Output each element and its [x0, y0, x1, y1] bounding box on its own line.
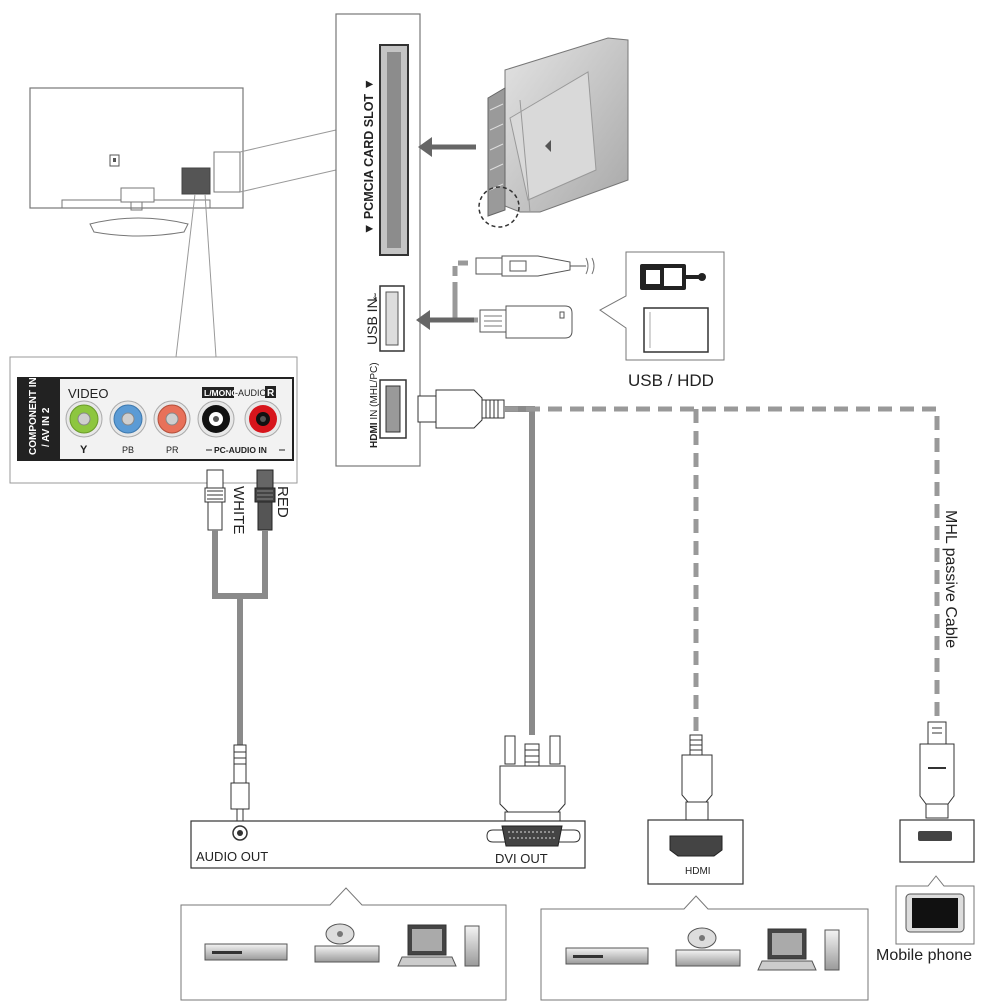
mobile-phone-label: Mobile phone [876, 947, 972, 964]
jack-y-label: Y [80, 444, 88, 456]
pc-audio-in-label: PC-AUDIO IN [214, 445, 267, 455]
jack-pr-label: PR [166, 445, 179, 455]
hdmi-plug-tv [417, 389, 505, 429]
jack-pb [109, 400, 147, 438]
audio-l-label: L/MONO [204, 388, 238, 398]
dvi-plug [499, 735, 566, 833]
mhl-cable-label: MHL passive Cable [942, 510, 959, 648]
mhl-plug [919, 721, 955, 819]
mobile-phone-callout [895, 875, 975, 945]
red-cable-label: RED [274, 486, 291, 518]
usb-symbol-icon: ⇜ [370, 292, 380, 300]
dvi-cable [504, 406, 535, 735]
hdmi-in-label: HDMI IN (MHL/PC) [369, 362, 380, 448]
hdmi-plug-device [681, 734, 713, 821]
dvd-player-icon [565, 947, 649, 965]
device-callout-2 [540, 895, 869, 1001]
source-device-box: AUDIO OUT DVI OUT [190, 820, 586, 869]
audio-out-label: AUDIO OUT [196, 849, 268, 864]
component-in-label: COMPONENT IN [28, 377, 39, 455]
audio-mid-label: -AUDIO- [235, 388, 270, 398]
insert-card-arrow [418, 137, 476, 157]
pcmcia-slot-label: ▼ PCMCIA CARD SLOT ▼ [362, 78, 376, 235]
mobile-port-box [899, 819, 975, 863]
av-in-2-label: / AV IN 2 [41, 407, 52, 447]
av-input-panel: COMPONENT IN / AV IN 2 VIDEO L/MONO -AUD… [9, 356, 298, 484]
usb-cable-illustration [416, 255, 595, 339]
pc-icon [397, 924, 480, 967]
jack-audio-right [244, 400, 282, 438]
hdmi-device-box: HDMI [647, 819, 744, 885]
jack-audio-left [197, 400, 235, 438]
jack-pr [153, 400, 191, 438]
tv-back-illustration [29, 87, 337, 358]
jack-pb-label: PB [122, 445, 134, 455]
mhl-cable [504, 406, 940, 720]
audio-r-label: R [267, 388, 275, 399]
dvi-out-label: DVI OUT [495, 851, 548, 866]
usb-hdd-callout [599, 251, 725, 361]
jack-y [65, 400, 103, 438]
rca-audio-cable: WHITE RED [204, 469, 291, 822]
ci-card-illustration [478, 37, 629, 228]
device-callout-1 [180, 887, 507, 1001]
white-cable-label: WHITE [230, 486, 247, 534]
dvd-player-icon [204, 943, 288, 961]
blu-ray-player-icon [314, 923, 380, 963]
hdmi-device-label: HDMI [685, 866, 711, 877]
side-connector-panel: ▼ PCMCIA CARD SLOT ▼ USB IN ⇜ HDMI IN (M… [335, 13, 421, 467]
usb-hdd-label: USB / HDD [628, 371, 714, 390]
blu-ray-player-icon [675, 927, 741, 967]
video-label: VIDEO [68, 386, 108, 401]
usb-in-label: USB IN [364, 298, 380, 345]
pc-icon [757, 928, 840, 971]
